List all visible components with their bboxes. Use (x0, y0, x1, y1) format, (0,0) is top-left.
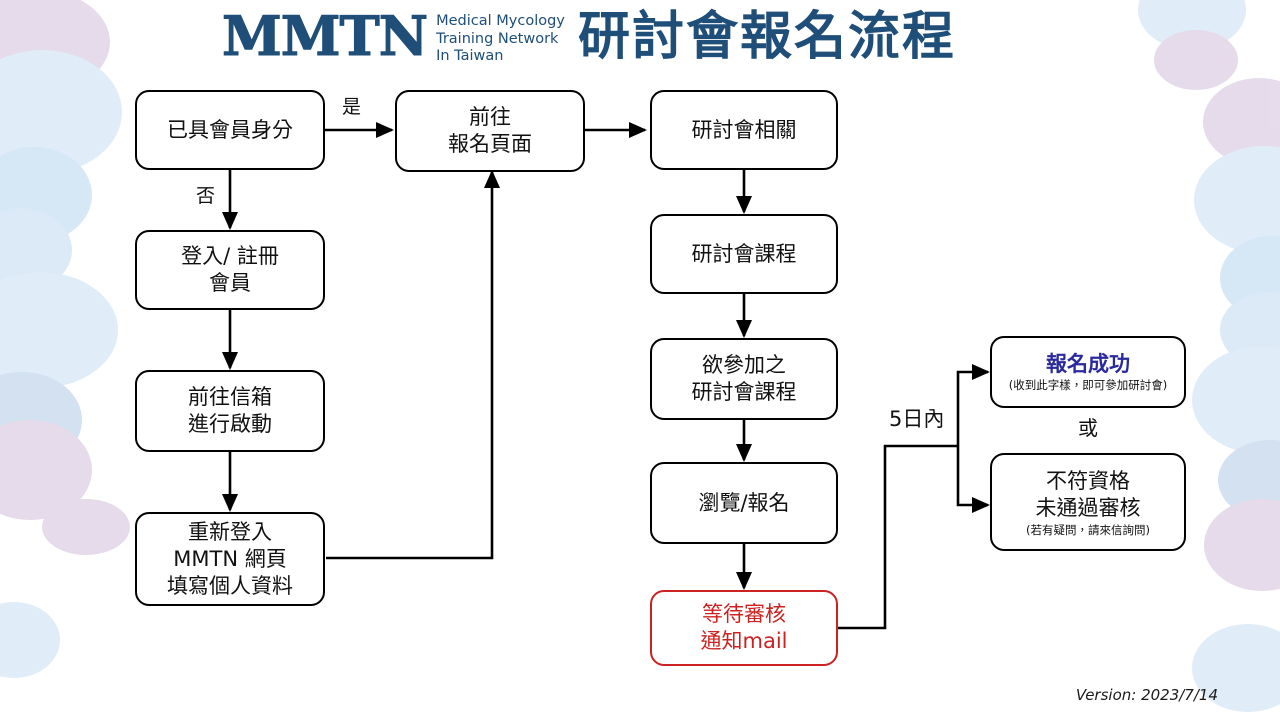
node-line: 研討會課程 (691, 380, 797, 404)
edge-await-to-results (838, 444, 958, 630)
node-seminar-info[interactable]: 研討會相關 (650, 90, 838, 170)
node-result-success[interactable]: 報名成功 (收到此字樣，即可參加研討會) (990, 336, 1186, 408)
node-choose-course[interactable]: 欲參加之 研討會課程 (650, 338, 838, 420)
page-title: 研討會報名流程 (578, 7, 957, 67)
node-line: 已具會員身分 (167, 117, 293, 142)
result-rejected-subtitle: (若有疑問，請來信詢問) (1026, 522, 1150, 537)
node-result-rejected[interactable]: 不符資格 未通過審核 (若有疑問，請來信詢問) (990, 453, 1186, 551)
node-line: 會員 (209, 271, 251, 295)
node-login-register[interactable]: 登入/ 註冊 會員 (135, 230, 325, 310)
node-activate-mail[interactable]: 前往信箱 進行啟動 (135, 370, 325, 452)
node-go-signup-page[interactable]: 前往 報名頁面 (395, 90, 585, 172)
node-line: 通知mail (700, 629, 788, 653)
node-await-review[interactable]: 等待審核 通知mail (650, 590, 838, 666)
node-line: 報名頁面 (448, 132, 532, 156)
node-line: 欲參加之 (702, 353, 786, 377)
edge-label-yes: 是 (342, 96, 362, 118)
node-browse-signup[interactable]: 瀏覽/報名 (650, 462, 838, 544)
node-seminar-course[interactable]: 研討會課程 (650, 214, 838, 294)
edge-label-no: 否 (196, 185, 216, 207)
node-line: 登入/ 註冊 (181, 244, 279, 268)
logo-tagline: Medical Mycology Training Network In Tai… (436, 13, 565, 64)
node-line: MMTN 網頁 (173, 546, 287, 571)
result-or-label: 或 (1078, 416, 1098, 440)
logo-wordmark: MMTN (221, 4, 428, 68)
node-line: 研討會課程 (691, 241, 797, 266)
node-line: 重新登入 (188, 519, 272, 544)
mmtn-logo: MMTN Medical Mycology Training Network I… (221, 4, 565, 68)
edge-results-to-rejected (956, 446, 991, 514)
node-line: 未通過審核 (1035, 495, 1141, 520)
node-line: 進行啟動 (188, 412, 272, 436)
node-member-check[interactable]: 已具會員身分 (135, 90, 325, 170)
node-line: 瀏覽/報名 (698, 490, 790, 515)
edge-results-to-success (956, 363, 991, 446)
result-success-subtitle: (收到此字樣，即可參加研討會) (1008, 378, 1168, 392)
edge-label-within-5-days: 5日內 (889, 407, 945, 431)
node-line: 等待審核 (702, 602, 786, 626)
result-success-title: 報名成功 (1046, 352, 1130, 376)
node-relogin-fill[interactable]: 重新登入 MMTN 網頁 填寫個人資料 (135, 512, 325, 606)
edge-relogin-to-signup (326, 169, 501, 560)
node-line: 填寫個人資料 (167, 573, 293, 598)
node-line: 前往 (469, 105, 511, 129)
node-line: 研討會相關 (691, 117, 797, 142)
node-line: 不符資格 (1046, 468, 1130, 493)
version-stamp: Version: 2023/7/14 (1075, 686, 1218, 704)
node-line: 前往信箱 (188, 385, 272, 409)
slide-header: MMTN Medical Mycology Training Network I… (0, 0, 1280, 86)
